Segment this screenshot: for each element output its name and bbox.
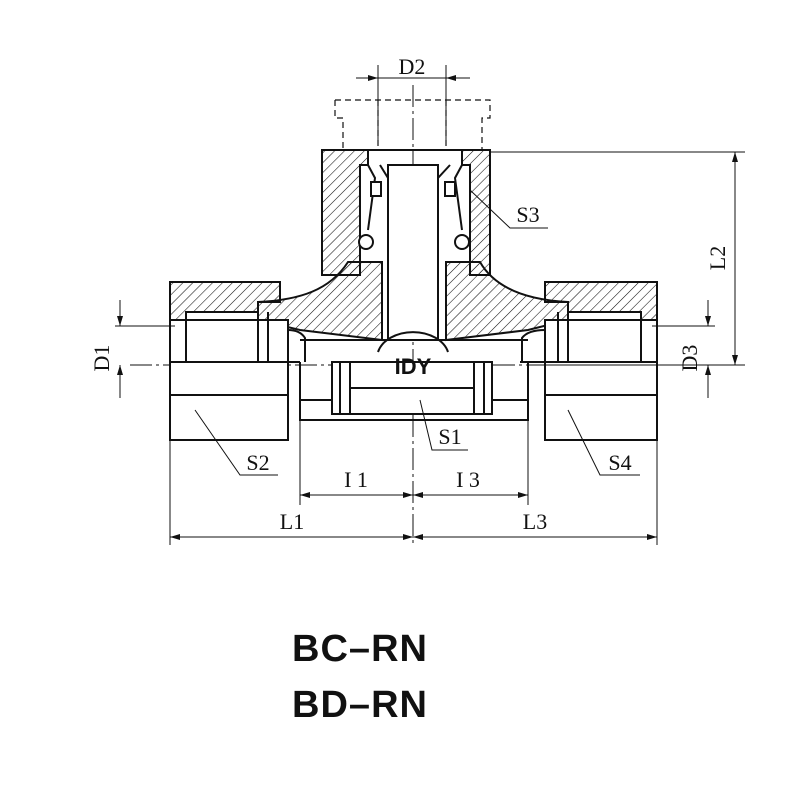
label-l2: L2	[705, 246, 730, 270]
top-insert	[358, 164, 470, 250]
label-s4: S4	[608, 450, 631, 475]
dimension-lines	[115, 65, 745, 545]
right-nut	[520, 312, 658, 441]
label-s1: S1	[438, 424, 461, 449]
bores	[387, 164, 439, 341]
label-s3: S3	[516, 202, 539, 227]
left-nut	[169, 312, 306, 441]
label-i1: I 1	[344, 467, 368, 492]
model-code-1: BC–RN	[292, 628, 428, 670]
svg-text:IDY: IDY	[395, 354, 432, 379]
label-d1: D1	[89, 345, 114, 372]
label-l1: L1	[280, 509, 304, 534]
label-d2: D2	[399, 54, 426, 79]
idy-logo: IDY	[377, 331, 449, 379]
label-l3: L3	[523, 509, 547, 534]
center-body	[299, 339, 529, 421]
leader-lines	[194, 189, 640, 476]
label-i3: I 3	[456, 467, 480, 492]
model-code-2: BD–RN	[292, 684, 428, 726]
label-d3: D3	[677, 345, 702, 372]
label-s2: S2	[246, 450, 269, 475]
